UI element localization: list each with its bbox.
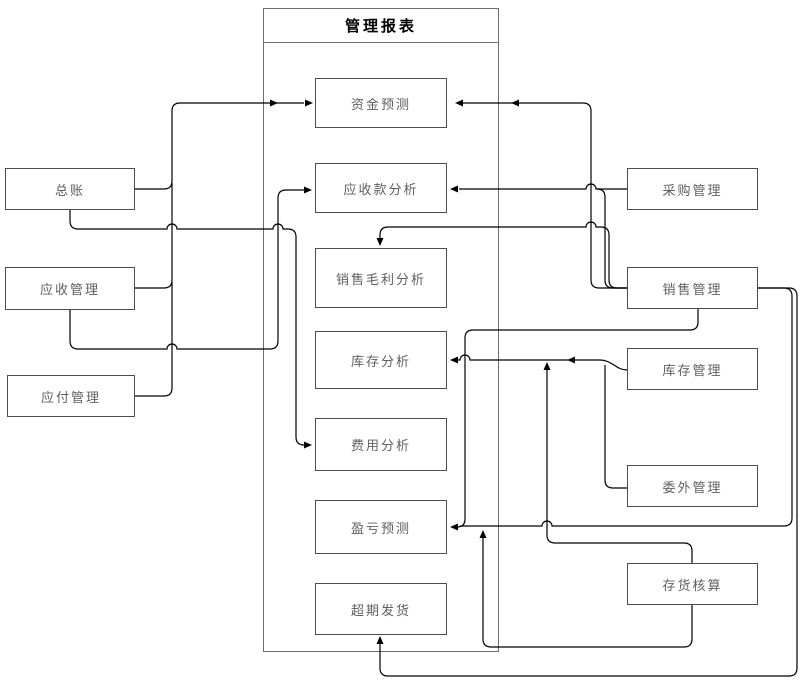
node-funds-forecast: 资金预测 xyxy=(315,78,447,128)
node-label: 应付管理 xyxy=(40,390,101,406)
node-label: 盈亏预测 xyxy=(350,521,411,537)
node-label: 库存分析 xyxy=(350,354,411,370)
node-label: 超期发货 xyxy=(350,603,411,619)
node-gross-margin-analysis: 销售毛利分析 xyxy=(315,248,447,308)
node-label: 销售毛利分析 xyxy=(335,272,426,288)
node-label: 委外管理 xyxy=(662,480,723,496)
group-title: 管理报表 xyxy=(264,9,498,43)
node-profit-loss-forecast: 盈亏预测 xyxy=(315,500,447,554)
node-outsourcing-mgmt: 委外管理 xyxy=(627,465,758,507)
node-label: 采购管理 xyxy=(662,183,723,199)
node-label: 资金预测 xyxy=(350,97,411,113)
node-label: 费用分析 xyxy=(350,439,411,454)
node-label: 库存管理 xyxy=(662,363,723,379)
node-label: 销售管理 xyxy=(662,282,723,298)
node-inventory-accounting: 存货核算 xyxy=(627,563,758,605)
node-label: 应收款分析 xyxy=(343,182,419,198)
node-receivables-analysis: 应收款分析 xyxy=(315,163,447,213)
node-purchase-mgmt: 采购管理 xyxy=(627,168,758,210)
node-sales-mgmt: 销售管理 xyxy=(627,267,758,309)
node-payables-mgmt: 应付管理 xyxy=(7,375,135,417)
node-overdue-delivery: 超期发货 xyxy=(315,583,447,635)
node-label: 存货核算 xyxy=(662,578,723,594)
node-general-ledger: 总账 xyxy=(5,168,135,210)
node-label: 总账 xyxy=(54,183,85,199)
node-label: 应收管理 xyxy=(39,283,100,298)
node-inventory-mgmt: 库存管理 xyxy=(627,348,758,390)
node-expense-analysis: 费用分析 xyxy=(315,418,447,471)
node-receivables-mgmt: 应收管理 xyxy=(5,267,135,310)
node-inventory-analysis: 库存分析 xyxy=(315,331,447,389)
